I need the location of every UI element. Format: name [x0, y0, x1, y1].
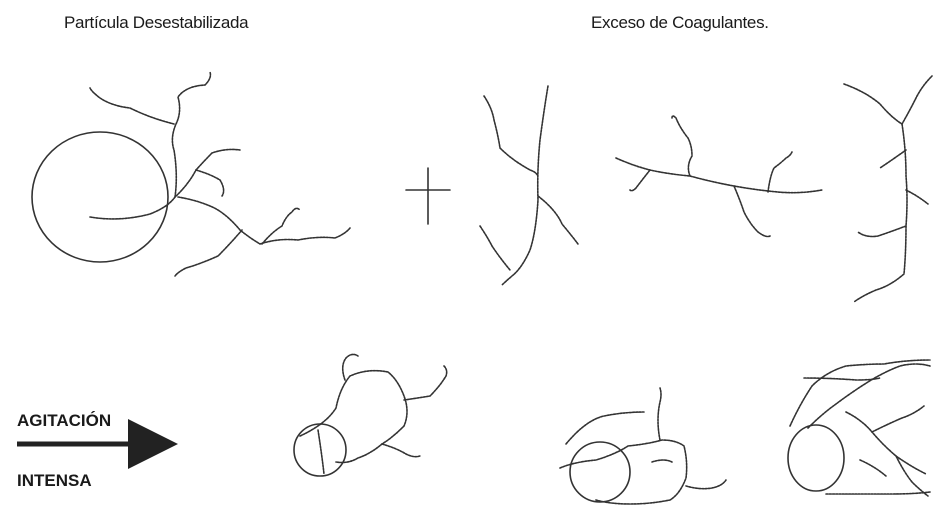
- polymer-chain: [630, 170, 650, 191]
- polymer-chain: [686, 480, 726, 489]
- plus-icon: [406, 168, 450, 224]
- polymer-chain: [484, 96, 538, 176]
- polymer-chain: [808, 364, 930, 428]
- polymer-chain: [196, 170, 224, 196]
- polymer-chain: [854, 124, 907, 302]
- polymer-chain: [846, 412, 926, 474]
- polymer-chain: [404, 366, 447, 400]
- restabilized-particle-1: [294, 354, 447, 476]
- polymer-chain: [382, 444, 420, 457]
- polymer-chain: [826, 492, 930, 494]
- destabilized-particle: [32, 72, 350, 276]
- particle-circle: [32, 132, 168, 262]
- polymer-chain: [90, 88, 174, 124]
- polymer-chain: [658, 388, 661, 440]
- polymer-chain: [652, 460, 672, 462]
- polymer-chain: [566, 412, 644, 444]
- polymer-chain: [734, 186, 770, 237]
- polymer-chain: [896, 456, 928, 496]
- polymer-chain: [480, 226, 510, 270]
- polymer-chain: [860, 460, 886, 476]
- polymer-chain: [844, 76, 932, 124]
- particle-circle: [788, 425, 844, 491]
- free-polymer-cluster: [480, 76, 932, 302]
- polymer-chain: [804, 378, 880, 380]
- polymer-chain: [178, 197, 350, 244]
- restabilized-particle-3: [788, 360, 930, 496]
- polymer-chain: [262, 208, 300, 244]
- polymer-chain: [300, 371, 407, 463]
- polymer-chain: [672, 116, 692, 176]
- polymer-chain: [502, 86, 548, 285]
- polymer-chain: [175, 230, 242, 276]
- polymer-chain: [616, 158, 822, 193]
- polymer-chain: [880, 150, 906, 168]
- particle-circle: [294, 424, 346, 476]
- polymer-chain: [872, 406, 924, 432]
- polymer-chain: [768, 152, 792, 192]
- particle-circle: [570, 442, 630, 502]
- polymer-chain: [538, 196, 578, 244]
- polymer-chain: [906, 190, 928, 204]
- polymer-chain: [90, 149, 240, 218]
- polymer-chain: [318, 430, 324, 474]
- polymer-chain: [858, 226, 906, 237]
- restabilized-particle-2: [560, 388, 726, 504]
